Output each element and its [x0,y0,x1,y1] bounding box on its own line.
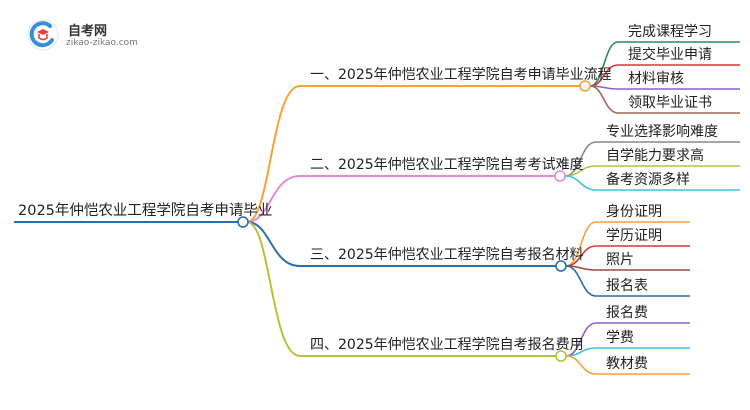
leaf-connector-2-3 [564,175,597,191]
branch-node-3 [555,260,567,272]
branch-node-2 [554,170,566,182]
branch-label-2[interactable]: 二、2025年仲恺农业工程学院自考考试难度 [310,157,584,173]
leaf-label-4-1[interactable]: 报名费 [606,305,648,321]
leaf-label-3-2[interactable]: 学历证明 [606,228,662,244]
branch-connector-2 [246,175,301,223]
logo-subtitle: zikao-zikao.com [66,38,138,48]
branch-connector-3 [246,221,301,267]
mindmap-nodes [237,80,591,362]
leaf-connector-3-4 [565,265,597,297]
leaf-label-2-3[interactable]: 备考资源多样 [606,172,690,188]
leaf-label-1-3[interactable]: 材料审核 [628,71,684,87]
logo-title: 自考网 [68,24,108,39]
leaf-connector-1-4 [589,85,619,114]
branch-node-1 [579,80,591,92]
branch-label-3[interactable]: 三、2025年仲恺农业工程学院自考报名材料 [310,247,584,263]
root-node-label[interactable]: 2025年仲恺农业工程学院自考申请毕业 [18,203,273,219]
branch-node-4 [555,350,567,362]
leaf-label-3-3[interactable]: 照片 [606,252,634,268]
leaf-label-1-2[interactable]: 提交毕业申请 [628,47,712,63]
branch-label-4[interactable]: 四、2025年仲恺农业工程学院自考报名费用 [310,337,584,353]
leaf-label-1-4[interactable]: 领取毕业证书 [628,95,712,111]
leaf-label-3-1[interactable]: 身份证明 [606,204,662,220]
site-logo[interactable]: 自考网 zikao-zikao.com [26,16,146,52]
leaf-label-2-2[interactable]: 自学能力要求高 [606,148,704,164]
leaf-label-1-1[interactable]: 完成课程学习 [628,24,712,40]
root-node [237,216,249,228]
leaf-label-4-2[interactable]: 学费 [606,330,634,346]
leaf-label-3-4[interactable]: 报名表 [606,278,648,294]
leaf-label-4-3[interactable]: 教材费 [606,356,648,372]
branch-connector-4 [246,221,301,357]
branch-label-1[interactable]: 一、2025年仲恺农业工程学院自考申请毕业流程 [310,67,612,83]
leaf-connector-4-3 [565,355,597,375]
logo-mark-icon [27,19,59,51]
leaf-label-2-1[interactable]: 专业选择影响难度 [606,124,718,140]
mindmap-edges [14,41,740,375]
branch-connector-1 [246,85,301,223]
